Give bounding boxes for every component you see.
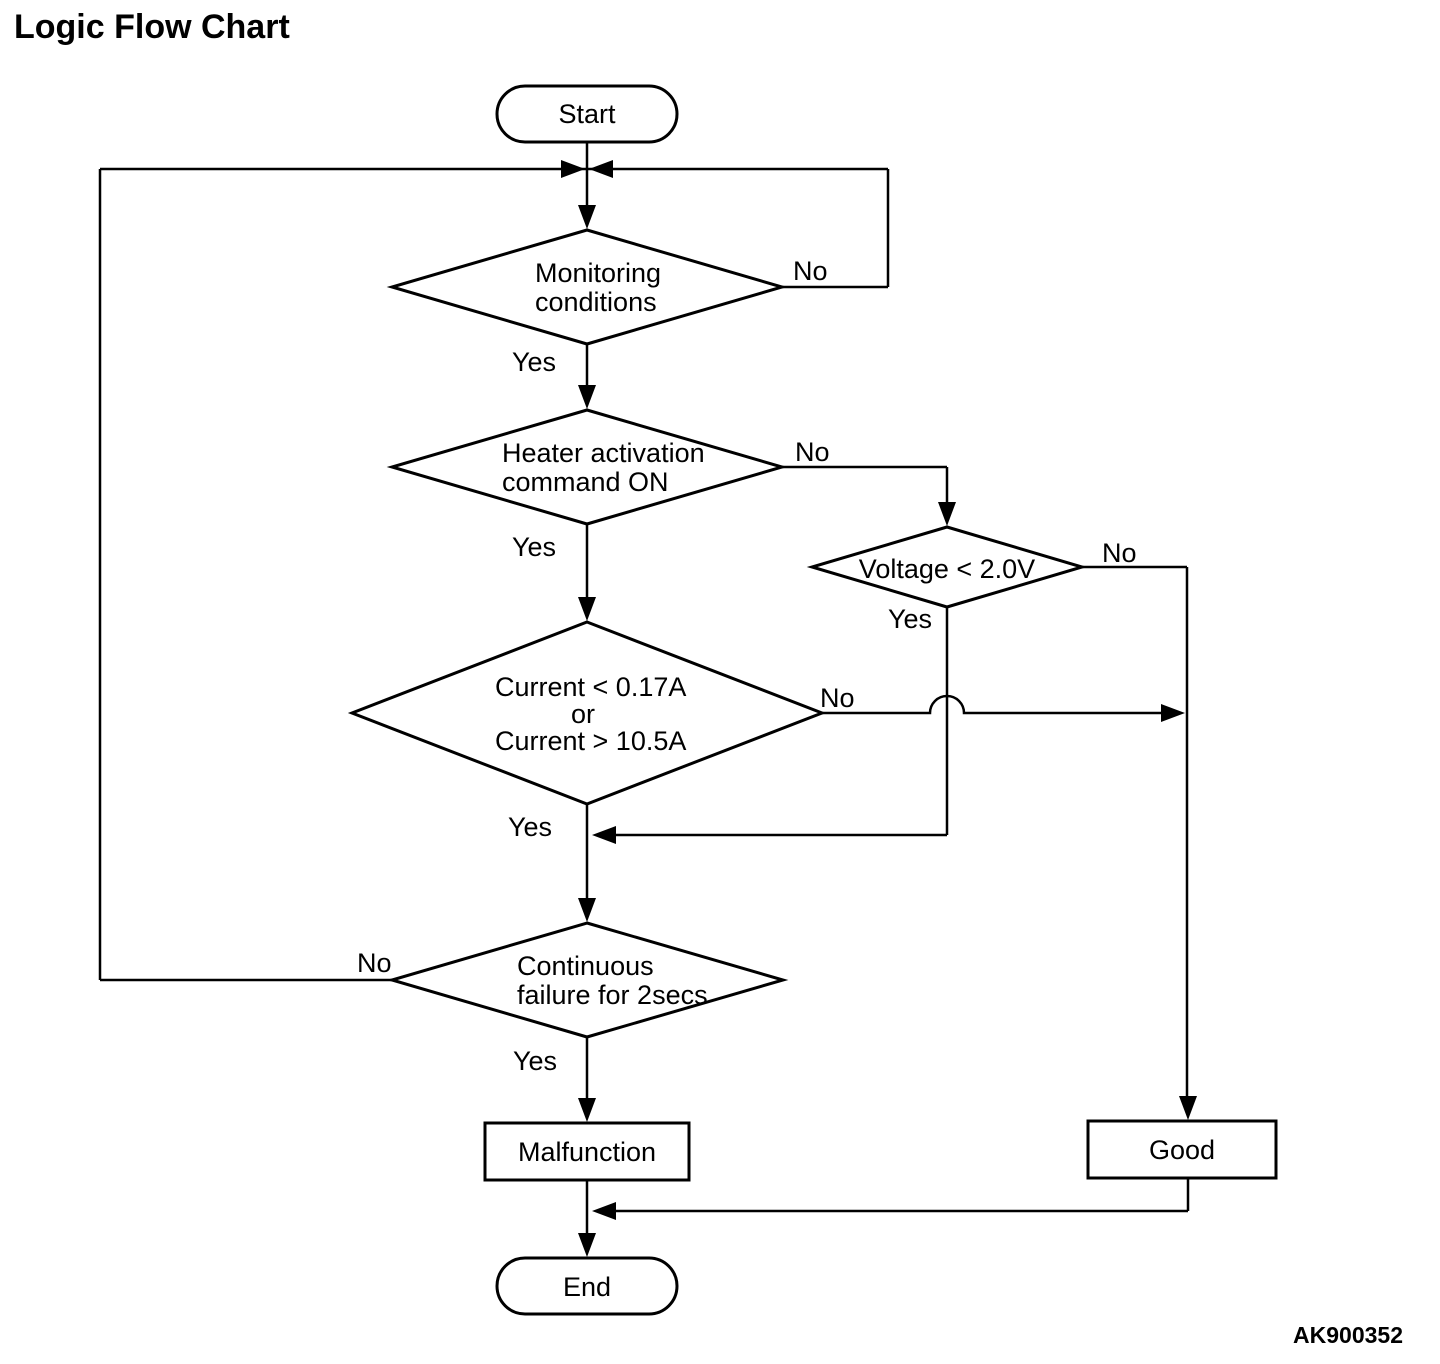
- continuous-label-line1: Continuous: [517, 951, 654, 981]
- edge-labels: No Yes No Yes No Yes No Yes No Yes: [357, 256, 1137, 1076]
- arrow-good-merge: [592, 1202, 616, 1220]
- voltage-no-label: No: [1102, 538, 1137, 568]
- edge-current-no-with-hop: [822, 694, 1166, 715]
- arrowheads: [561, 160, 1197, 1257]
- good-process-shape: [1086, 1119, 1278, 1180]
- malfunction-label: Malfunction: [518, 1137, 656, 1167]
- node-labels: Start Monitoring conditions Heater activ…: [495, 99, 1215, 1302]
- monitoring-decision-shape: [386, 228, 788, 346]
- voltage-yes-label: Yes: [888, 604, 932, 634]
- continuous-yes-label: Yes: [513, 1046, 557, 1076]
- arrow-current-no-into-good-line: [1161, 704, 1185, 722]
- continuous-no-label: No: [357, 948, 392, 978]
- monitoring-no-label: No: [793, 256, 828, 286]
- voltage-decision-shape: [806, 525, 1088, 609]
- node-shapes: [347, 84, 1278, 1316]
- malfunction-process-shape: [483, 1121, 691, 1182]
- current-label-line2: or: [571, 699, 595, 729]
- end-label: End: [563, 1272, 611, 1302]
- connector-lines: [98, 142, 1190, 1240]
- heater-decision-shape: [386, 408, 788, 526]
- heater-yes-label: Yes: [512, 532, 556, 562]
- start-terminator-shape: [495, 84, 679, 144]
- arrow-into-current: [578, 597, 596, 621]
- arrow-voltage-yes-merge: [592, 826, 616, 844]
- current-no-label: No: [820, 683, 855, 713]
- arrow-into-malfunction: [578, 1098, 596, 1122]
- arrow-into-good: [1179, 1096, 1197, 1120]
- arrow-right-loop-into-junction: [589, 160, 613, 178]
- current-label-line3: Current > 10.5A: [495, 726, 686, 756]
- page-title: Logic Flow Chart: [14, 8, 290, 46]
- heater-label-line1: Heater activation: [502, 438, 705, 468]
- arrow-into-monitoring: [578, 205, 596, 229]
- arrow-into-continuous: [578, 898, 596, 922]
- figure-code: AK900352: [1293, 1322, 1403, 1348]
- arrow-into-end: [578, 1233, 596, 1257]
- good-label: Good: [1149, 1135, 1215, 1165]
- arrow-into-voltage: [938, 502, 956, 526]
- continuous-label-line2: failure for 2secs: [517, 980, 708, 1010]
- monitoring-yes-label: Yes: [512, 347, 556, 377]
- current-decision-shape: [347, 620, 827, 806]
- arrow-left-loop-into-junction: [561, 160, 585, 178]
- heater-no-label: No: [795, 437, 830, 467]
- start-label: Start: [558, 99, 616, 129]
- arrow-into-heater: [578, 385, 596, 409]
- monitoring-label-line2: conditions: [535, 287, 657, 317]
- current-yes-label: Yes: [508, 812, 552, 842]
- heater-label-line2: command ON: [502, 467, 669, 497]
- end-terminator-shape: [495, 1256, 679, 1316]
- continuous-decision-shape: [386, 921, 789, 1039]
- monitoring-label-line1: Monitoring: [535, 258, 661, 288]
- voltage-label: Voltage < 2.0V: [859, 554, 1035, 584]
- current-label-line1: Current < 0.17A: [495, 672, 686, 702]
